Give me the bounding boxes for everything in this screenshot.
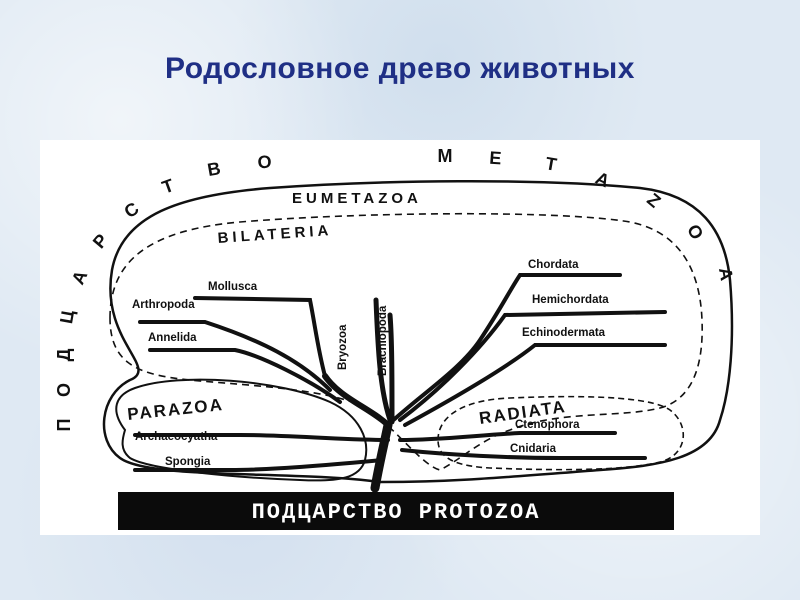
metazoa-arch-letter: Д [54, 348, 74, 361]
eumetazoa-outline [109, 212, 703, 471]
metazoa-arch-letter: A [715, 266, 737, 282]
metazoa-arch-letter: А [68, 267, 92, 287]
metazoa-arch-label: П О Д Ц АРСТ В О M E T A ZO A [54, 146, 737, 431]
metazoa-arch-letter: M [438, 146, 453, 166]
taxon-echinodermata: Echinodermata [522, 327, 606, 339]
taxon-arthropoda: Arthropoda [132, 299, 195, 311]
metazoa-arch-letter: О [54, 383, 74, 397]
protozoa-base-bar [118, 492, 674, 530]
metazoa-arch-letter: Z [643, 189, 664, 211]
metazoa-arch-letter: П [54, 419, 74, 432]
taxon-brachiopoda: Brachiopoda [377, 305, 389, 376]
protozoa-label: ПОДЦАРСТВО PROTOZOA [252, 500, 541, 525]
bilateria-label: BILATERIA [217, 222, 333, 247]
metazoa-arch-letter: С [120, 198, 142, 222]
taxon-mollusca: Mollusca [208, 281, 258, 293]
taxon-cnidaria: Cnidaria [510, 443, 557, 455]
metazoa-arch-letter: Р [89, 230, 112, 252]
metazoa-arch-letter: E [489, 148, 502, 169]
metazoa-arch-letter: Ц [56, 308, 78, 325]
taxon-annelida: Annelida [148, 332, 197, 344]
parazoa-label: PARAZOA [126, 395, 224, 424]
metazoa-arch-letter: О [257, 152, 272, 173]
taxon-archaeocyatha: Archaeocyatha [135, 431, 218, 443]
metazoa-arch-letter: Т [159, 175, 176, 198]
eumetazoa-label: EUMETAZOA [292, 190, 422, 207]
slide-title: Родословное древо животных [165, 52, 635, 85]
metazoa-arch-letter: A [592, 168, 612, 192]
taxon-bryozoa: Bryozoa [337, 324, 349, 370]
taxon-chordata: Chordata [528, 259, 579, 271]
metazoa-outline [102, 179, 734, 484]
tree-branches [133, 273, 667, 493]
metazoa-arch-letter: T [544, 153, 558, 175]
taxon-spongia: Spongia [165, 456, 211, 468]
phylogenetic-tree-diagram: ПОДЦАРСТВО PROTOZOA EUMETAZOA BILATERIA … [54, 146, 737, 530]
taxon-ctenophora: Ctenophora [515, 419, 580, 431]
taxon-hemichordata: Hemichordata [532, 294, 609, 306]
metazoa-arch-letter: В [206, 158, 222, 180]
radiata-outline [437, 395, 684, 471]
metazoa-arch-letter: O [683, 221, 707, 243]
diagram-panel: ПОДЦАРСТВО PROTOZOA EUMETAZOA BILATERIA … [40, 140, 760, 535]
